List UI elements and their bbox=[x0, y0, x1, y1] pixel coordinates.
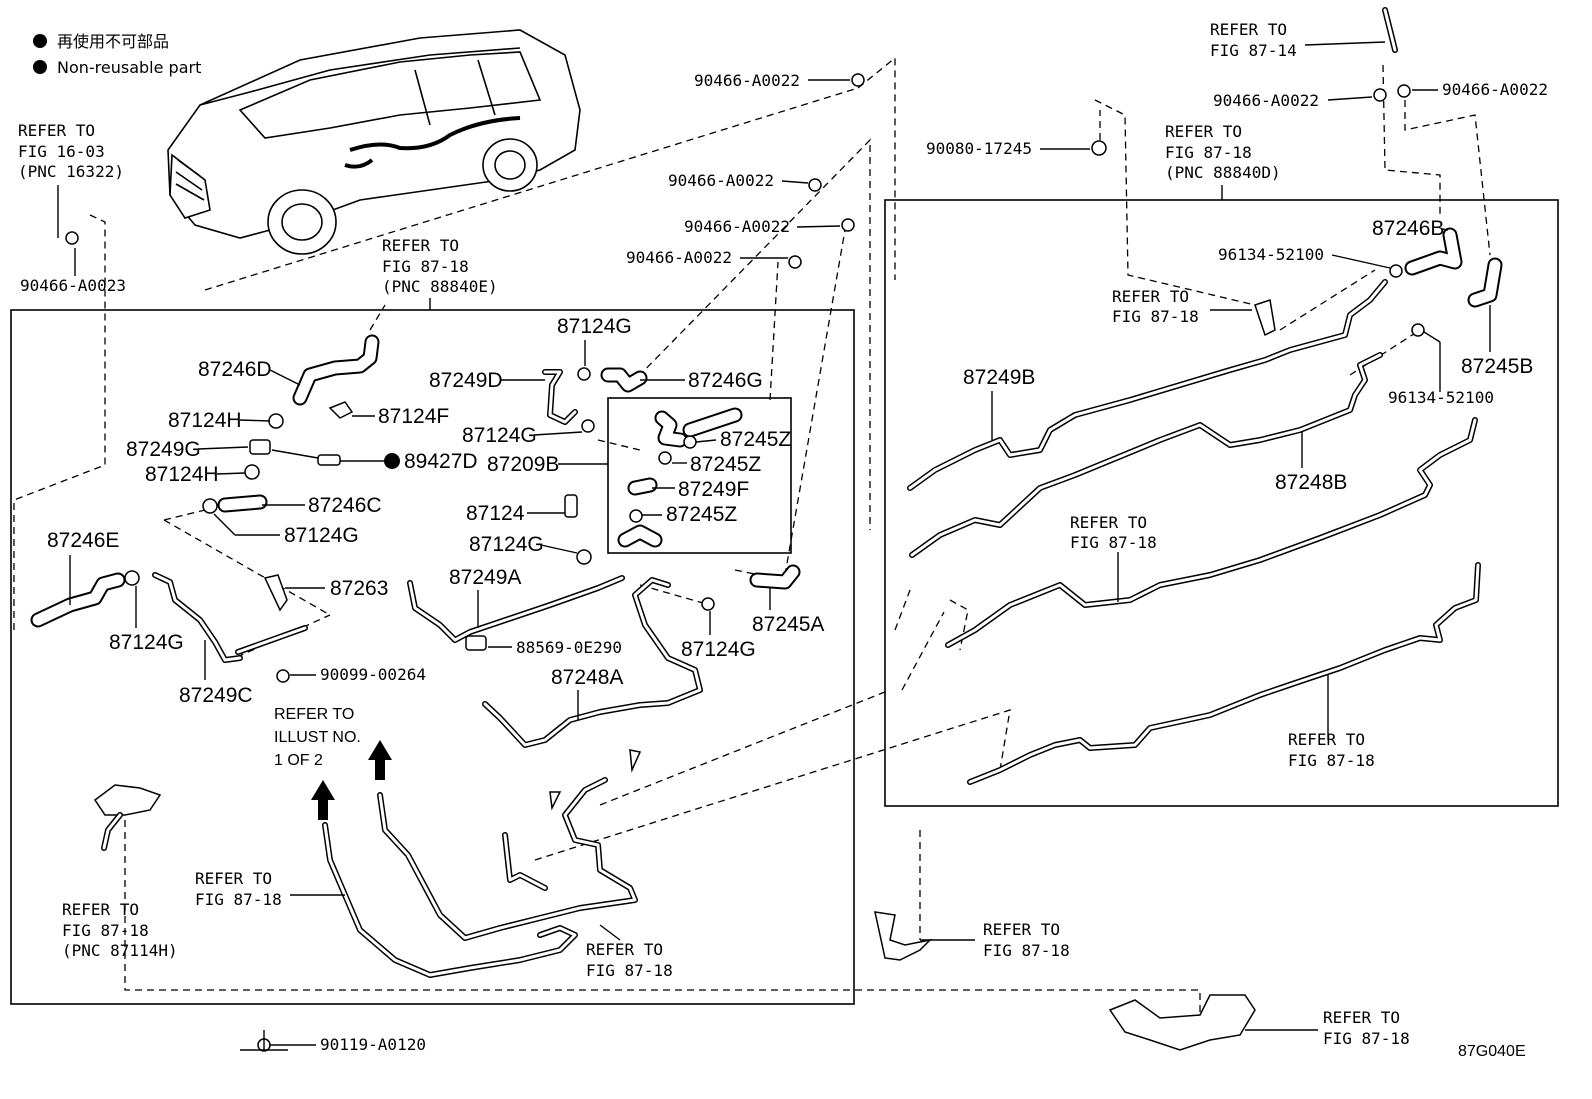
label-90466-a0022-d: 90466-A0022 bbox=[626, 248, 732, 267]
refer-fig-16-03-line2: FIG 16-03 bbox=[18, 142, 105, 161]
refer-fig-87-14-line1: REFER TO bbox=[1210, 20, 1287, 39]
pnc-87124g-d: 87124G bbox=[469, 533, 544, 556]
label-90466-a0022-b: 90466-A0022 bbox=[668, 171, 774, 190]
left-group-components bbox=[30, 73, 865, 1052]
pnc-89427d: 89427D bbox=[404, 450, 478, 473]
left-group-frame bbox=[10, 309, 855, 1005]
refer-lower-mid-line1: REFER TO bbox=[586, 940, 663, 959]
pnc-87248b: 87248B bbox=[1275, 471, 1347, 494]
label-90119-a0120: 90119-A0120 bbox=[320, 1035, 426, 1054]
pnc-87124: 87124 bbox=[466, 502, 525, 525]
refer-87114h-line2: FIG 87-18 bbox=[62, 921, 149, 940]
pnc-87246b: 87246B bbox=[1372, 217, 1444, 240]
refer-88840e-line2: FIG 87-18 bbox=[382, 257, 469, 276]
pnc-87245a: 87245A bbox=[752, 613, 824, 636]
right-group-components bbox=[874, 7, 1503, 1051]
refer-right-a-line1: REFER TO bbox=[1112, 287, 1189, 306]
refer-88840d-line1: REFER TO bbox=[1165, 122, 1242, 141]
refer-right-b-line2: FIG 87-18 bbox=[1070, 533, 1157, 552]
refer-lower-mid-line2: FIG 87-18 bbox=[586, 961, 673, 980]
refer-bottom-mid-line1: REFER TO bbox=[983, 920, 1060, 939]
refer-88840e-line3: (PNC 88840E) bbox=[382, 277, 498, 296]
pnc-87249d: 87249D bbox=[429, 369, 503, 392]
pnc-87246d: 87246D bbox=[198, 358, 272, 381]
non-reusable-bullet-icon bbox=[33, 60, 47, 74]
pnc-87249a: 87249A bbox=[449, 566, 521, 589]
label-90466-a0023: 90466-A0023 bbox=[20, 276, 126, 295]
refer-illust-line1: REFER TO bbox=[274, 706, 354, 723]
pnc-87249g: 87249G bbox=[126, 438, 201, 461]
pnc-87124g-e: 87124G bbox=[681, 638, 756, 661]
pnc-87245z-a: 87245Z bbox=[720, 428, 791, 451]
label-90466-a0022-f: 90466-A0022 bbox=[1442, 80, 1548, 99]
pnc-87245z-b: 87245Z bbox=[690, 453, 761, 476]
diagram-code: 87G040E bbox=[1458, 1043, 1526, 1060]
pnc-87245b: 87245B bbox=[1461, 355, 1533, 378]
label-90466-a0022-a: 90466-A0022 bbox=[694, 71, 800, 90]
label-90466-a0022-e: 90466-A0022 bbox=[1213, 91, 1319, 110]
refer-lower-left-line2: FIG 87-18 bbox=[195, 890, 282, 909]
refer-87114h-line3: (PNC 87114H) bbox=[62, 941, 178, 960]
label-90099-00264: 90099-00264 bbox=[320, 665, 426, 684]
pnc-87124h-b: 87124H bbox=[145, 463, 219, 486]
refer-88840d-line2: FIG 87-18 bbox=[1165, 143, 1252, 162]
non-reusable-bullet-icon bbox=[33, 34, 47, 48]
pnc-87124h-a: 87124H bbox=[168, 409, 242, 432]
pnc-87246c: 87246C bbox=[308, 494, 382, 517]
refer-fig-16-03-line3: (PNC 16322) bbox=[18, 162, 124, 181]
refer-fig-16-03-line1: REFER TO bbox=[18, 121, 95, 140]
pnc-87246g: 87246G bbox=[688, 369, 763, 392]
part-number-labels: 90466-A0023 90466-A0022 90466-A0022 9046… bbox=[20, 41, 1548, 1054]
pnc-87124g-top: 87124G bbox=[557, 315, 632, 338]
refer-88840d-line3: (PNC 88840D) bbox=[1165, 163, 1281, 182]
refer-bottom-right-line1: REFER TO bbox=[1323, 1008, 1400, 1027]
refer-right-c-line1: REFER TO bbox=[1288, 730, 1365, 749]
pnc-87124f: 87124F bbox=[378, 405, 449, 428]
refer-right-b-line1: REFER TO bbox=[1070, 513, 1147, 532]
label-90080-17245: 90080-17245 bbox=[926, 139, 1032, 158]
pnc-87124g-a: 87124G bbox=[284, 524, 359, 547]
right-group-frame bbox=[884, 199, 1559, 807]
pnc-87246e: 87246E bbox=[47, 529, 119, 552]
pnc-87248a: 87248A bbox=[551, 666, 623, 689]
pnc-87263: 87263 bbox=[330, 577, 388, 600]
refer-right-a-line2: FIG 87-18 bbox=[1112, 307, 1199, 326]
legend: 再使用不可部品 Non-reusable part bbox=[33, 32, 201, 77]
label-96134-52100-a: 96134-52100 bbox=[1218, 245, 1324, 264]
pnc-87245z-c: 87245Z bbox=[666, 503, 737, 526]
pnc-87249c: 87249C bbox=[179, 684, 253, 707]
pnc-87249b: 87249B bbox=[963, 366, 1035, 389]
label-96134-52100-b: 96134-52100 bbox=[1388, 388, 1494, 407]
pnc-callouts: 87246D 87124H 87124F 87249G 89427D 87124… bbox=[47, 217, 1533, 720]
refer-bottom-right-line2: FIG 87-18 bbox=[1323, 1029, 1410, 1048]
pnc-87124g-b: 87124G bbox=[109, 631, 184, 654]
pnc-87209b: 87209B bbox=[487, 453, 559, 476]
refer-fig-87-14-line2: FIG 87-14 bbox=[1210, 41, 1297, 60]
refer-lower-left-line1: REFER TO bbox=[195, 869, 272, 888]
legend-english: Non-reusable part bbox=[57, 58, 201, 77]
label-88569-0e290: 88569-0E290 bbox=[516, 638, 622, 657]
refer-88840e-line1: REFER TO bbox=[382, 236, 459, 255]
refer-to-labels: REFER TO FIG 16-03 (PNC 16322) REFER TO … bbox=[18, 20, 1410, 1048]
label-90466-a0022-c: 90466-A0022 bbox=[684, 217, 790, 236]
sub-group-87209b-frame bbox=[607, 397, 792, 554]
refer-illust-line3: 1 OF 2 bbox=[274, 752, 323, 769]
refer-right-c-line2: FIG 87-18 bbox=[1288, 751, 1375, 770]
pnc-87249f: 87249F bbox=[678, 478, 749, 501]
refer-illust-line2: ILLUST NO. bbox=[274, 729, 361, 746]
89427d-non-reusable-icon bbox=[384, 453, 400, 469]
up-arrow-icon bbox=[311, 780, 335, 820]
vehicle-illustration bbox=[167, 29, 581, 255]
refer-87114h-line1: REFER TO bbox=[62, 900, 139, 919]
refer-bottom-mid-line2: FIG 87-18 bbox=[983, 941, 1070, 960]
up-arrow-icon bbox=[368, 740, 392, 780]
legend-japanese: 再使用不可部品 bbox=[57, 32, 169, 51]
pnc-87124g-c: 87124G bbox=[462, 424, 537, 447]
